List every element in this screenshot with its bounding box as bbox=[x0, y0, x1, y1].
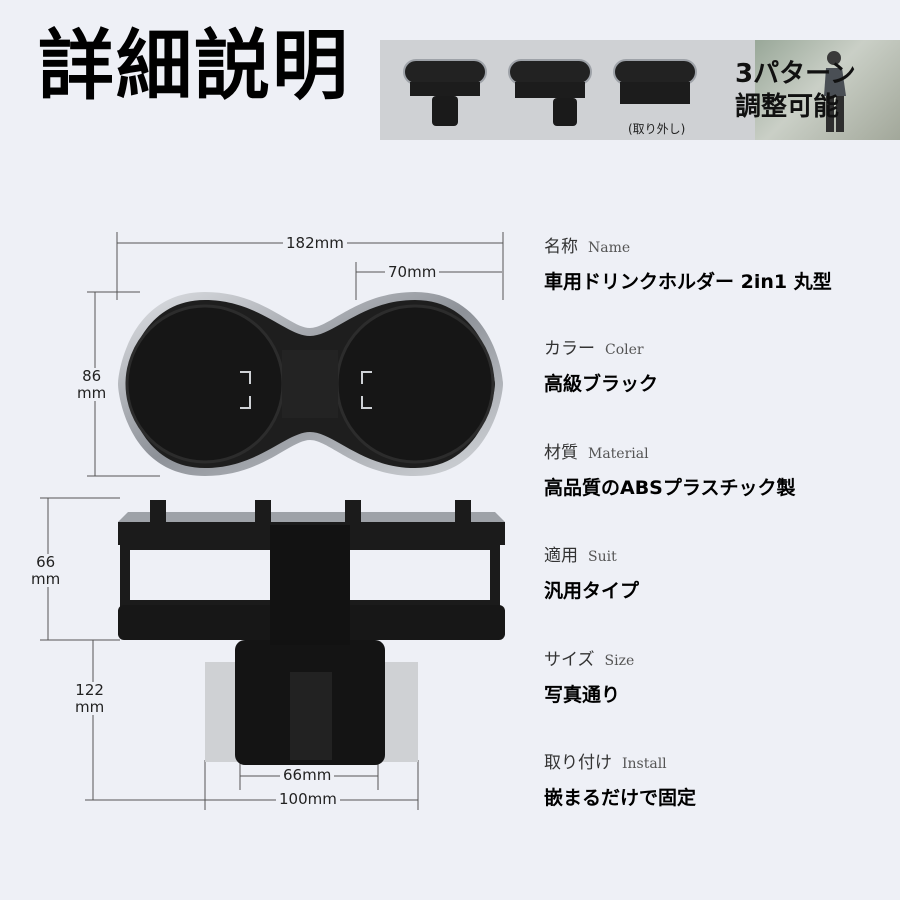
adjustment-banner: (取り外し) 3パターン 調整可能 bbox=[380, 40, 900, 140]
product-drawing bbox=[40, 232, 505, 810]
dim-base-inner: 66mm bbox=[280, 767, 335, 784]
dim-height-lower: 122 mm bbox=[72, 682, 108, 715]
dim-height-top: 86 mm bbox=[74, 368, 110, 401]
dim-height-upper: 66 mm bbox=[28, 554, 64, 587]
adjustable-badge: 3パターン 調整可能 bbox=[735, 59, 856, 122]
removable-note: (取り外し) bbox=[628, 122, 686, 136]
side-view-holder bbox=[118, 500, 505, 765]
holder-pattern-1 bbox=[403, 59, 487, 126]
holder-pattern-3 bbox=[613, 59, 697, 104]
holder-pattern-2 bbox=[508, 59, 592, 126]
top-view-holder bbox=[118, 292, 503, 476]
page-title: 詳細説明 bbox=[38, 21, 350, 110]
dim-width-cup: 70mm bbox=[385, 264, 440, 281]
dimension-lines bbox=[40, 232, 504, 810]
cyclist-image bbox=[824, 51, 846, 132]
dim-width-total: 182mm bbox=[283, 235, 347, 252]
dim-base-outer: 100mm bbox=[276, 791, 340, 808]
